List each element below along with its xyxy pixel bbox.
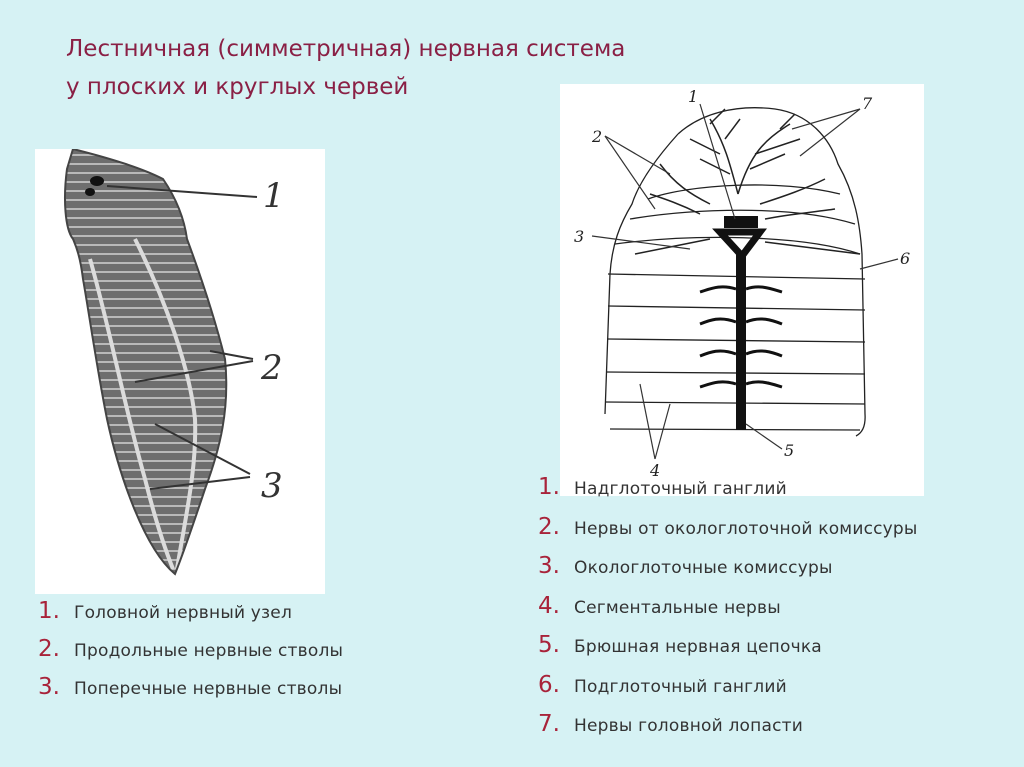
annelid-nervous-system-figure: 1 2 3 4 5 6 7 — [560, 84, 924, 496]
annelid-label-4: 4 — [649, 461, 660, 480]
annelid-legend-item: 6. Подглоточный ганглий — [538, 672, 918, 712]
annelid-label-2: 2 — [591, 127, 602, 146]
slide-title-line-2: у плоских и круглых червей — [66, 74, 409, 100]
annelid-label-1: 1 — [688, 87, 698, 106]
legend-text: Головной нервный узел — [74, 603, 293, 623]
legend-number: 3. — [538, 553, 560, 579]
legend-number: 1. — [538, 474, 560, 500]
legend-text: Подглоточный ганглий — [574, 676, 787, 697]
legend-number: 7. — [538, 711, 560, 737]
annelid-label-6: 6 — [900, 249, 910, 268]
annelid-label-3: 3 — [574, 227, 584, 246]
flatworm-legend-item: 1. Головной нервный узел — [38, 598, 343, 636]
legend-number: 6. — [538, 671, 560, 698]
legend-number: 3. — [38, 674, 60, 700]
annelid-legend: 1. Надглоточный ганглий 2. Нервы от околог… — [538, 474, 918, 751]
flatworm-nervous-system-figure: 1 2 3 — [35, 149, 325, 594]
flatworm-legend: 1. Головной нервный узел 2. Продольные нер… — [38, 598, 343, 712]
annelid-legend-item: 4. Сегментальные нервы — [538, 593, 918, 633]
flatworm-label-1: 1 — [263, 176, 285, 216]
slide-title: Лестничная (симметричная) нервная систем… — [66, 30, 826, 106]
annelid-label-5: 5 — [784, 441, 794, 460]
annelid-legend-item: 2. Нервы от окологлоточной комиссуры — [538, 514, 918, 554]
annelid-drawing: 1 2 3 4 5 6 7 — [574, 87, 910, 480]
annelid-label-7: 7 — [862, 94, 873, 113]
legend-text: Поперечные нервные стволы — [74, 679, 343, 699]
legend-number: 5. — [538, 632, 560, 658]
annelid-legend-item: 1. Надглоточный ганглий — [538, 474, 918, 514]
legend-number: 1. — [38, 598, 60, 624]
flatworm-label-3: 3 — [261, 466, 283, 506]
annelid-legend-item: 7. Нервы головной лопасти — [538, 711, 918, 751]
flatworm-legend-item: 2. Продольные нервные стволы — [38, 636, 343, 674]
legend-text: Окологлоточные комиссуры — [574, 558, 833, 578]
annelid-legend-item: 3. Окологлоточные комиссуры — [538, 553, 918, 593]
slide-title-line-1: Лестничная (симметричная) нервная систем… — [66, 36, 626, 62]
annelid-legend-item: 5. Брюшная нервная цепочка — [538, 632, 918, 672]
legend-text: Продольные нервные стволы — [74, 641, 344, 661]
legend-text: Брюшная нервная цепочка — [574, 637, 822, 657]
flatworm-drawing: 1 2 3 — [64, 149, 285, 576]
legend-text: Сегментальные нервы — [574, 597, 781, 618]
flatworm-label-2: 2 — [260, 348, 283, 388]
legend-number: 4. — [538, 592, 560, 619]
legend-text: Нервы от окологлоточной комиссуры — [574, 518, 918, 539]
legend-text: Нервы головной лопасти — [574, 716, 803, 736]
legend-text: Надглоточный ганглий — [574, 479, 787, 499]
flatworm-legend-item: 3. Поперечные нервные стволы — [38, 674, 343, 712]
legend-number: 2. — [38, 636, 60, 662]
legend-number: 2. — [538, 513, 560, 540]
